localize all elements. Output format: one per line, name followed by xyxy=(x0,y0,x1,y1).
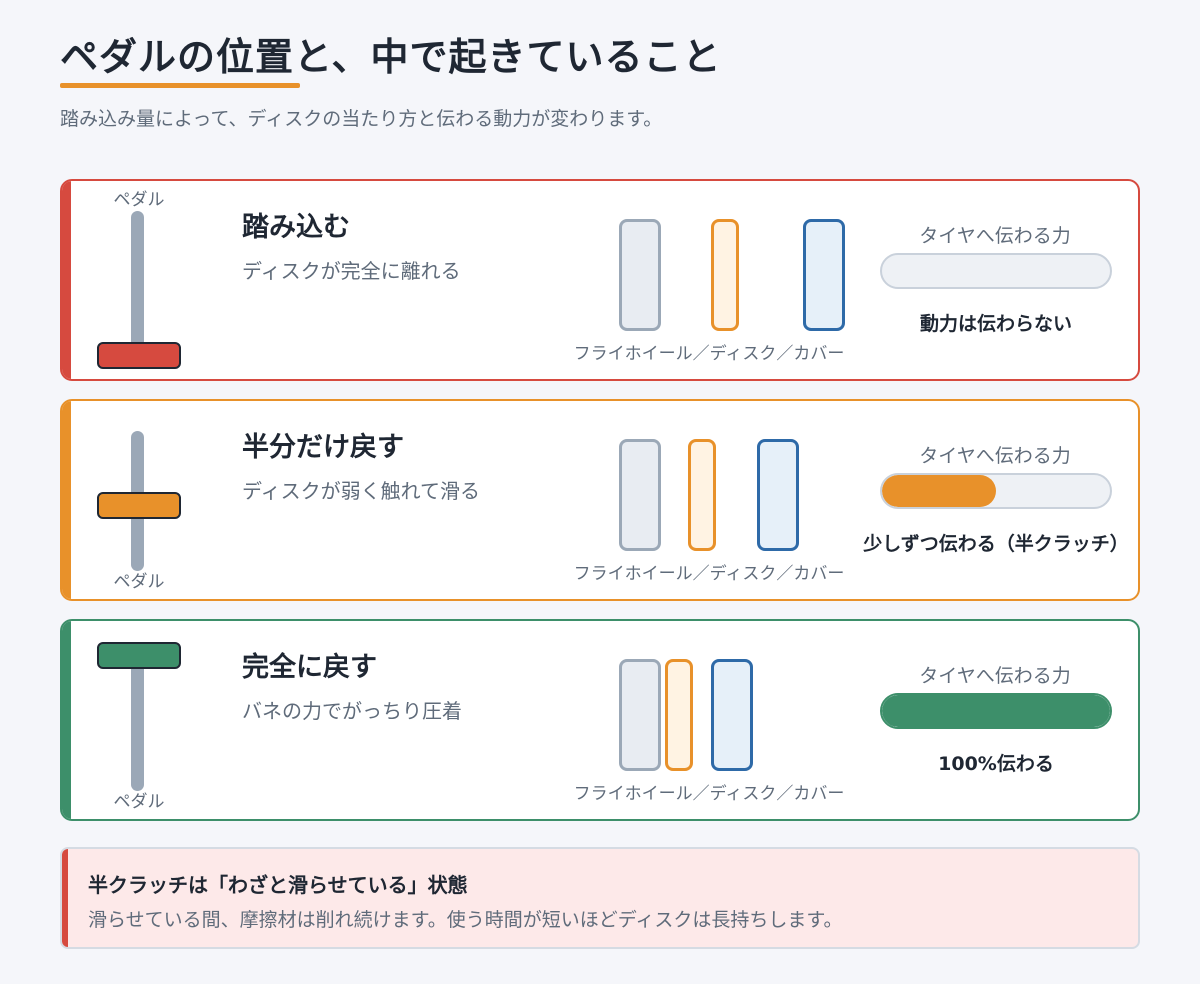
force-bar-fill xyxy=(882,695,1110,727)
state-description: バネの力でがっちり圧着 xyxy=(242,699,462,723)
cover-plate xyxy=(757,439,799,551)
force-label: タイヤへ伝わる力 xyxy=(919,225,1071,247)
page-title: ペダルの位置と、中で起きていること xyxy=(60,35,722,79)
state-title: 完全に戻す xyxy=(242,652,377,683)
pedal-track xyxy=(131,661,144,791)
note-title: 半クラッチは「わざと滑らせている」状態 xyxy=(88,873,468,897)
force-bar xyxy=(880,693,1112,729)
pedal-label: ペダル xyxy=(113,190,165,210)
pedal-handle xyxy=(97,492,181,519)
title-underline xyxy=(60,83,300,88)
force-label: タイヤへ伝わる力 xyxy=(919,665,1071,687)
force-text: 動力は伝わらない xyxy=(919,313,1072,335)
flywheel-plate xyxy=(619,219,661,331)
card-accent xyxy=(62,181,71,379)
pedal-handle xyxy=(97,642,181,669)
state-card-half: ペダル 半分だけ戻す ディスクが弱く触れて滑る フライホイール／ディスク／カバー… xyxy=(60,399,1140,601)
pedal-label: ペダル xyxy=(113,572,165,592)
state-card-released: ペダル 完全に戻す バネの力でがっちり圧着 フライホイール／ディスク／カバー タ… xyxy=(60,619,1140,821)
state-title: 踏み込む xyxy=(242,212,350,243)
force-bar-fill xyxy=(882,475,996,507)
half-clutch-note: 半クラッチは「わざと滑らせている」状態 滑らせている間、摩擦材は削れ続けます。使… xyxy=(60,847,1140,949)
disc-plate xyxy=(665,659,693,771)
state-title: 半分だけ戻す xyxy=(242,432,404,463)
force-bar xyxy=(880,253,1112,289)
note-body: 滑らせている間、摩擦材は削れ続けます。使う時間が短いほどディスクは長持ちします。 xyxy=(88,909,843,931)
state-description: ディスクが弱く触れて滑る xyxy=(242,479,480,503)
disc-plate xyxy=(688,439,716,551)
disc-plate xyxy=(711,219,739,331)
plates-caption: フライホイール／ディスク／カバー xyxy=(573,564,845,584)
force-bar xyxy=(880,473,1112,509)
flywheel-plate xyxy=(619,659,661,771)
pedal-handle xyxy=(97,342,181,369)
flywheel-plate xyxy=(619,439,661,551)
force-text: 少しずつ伝わる（半クラッチ） xyxy=(863,533,1129,555)
note-accent xyxy=(62,849,68,947)
force-text: 100%伝わる xyxy=(938,753,1054,775)
plates-caption: フライホイール／ディスク／カバー xyxy=(573,784,845,804)
pedal-track xyxy=(131,211,144,351)
cover-plate xyxy=(711,659,753,771)
plates-caption: フライホイール／ディスク／カバー xyxy=(573,344,845,364)
state-card-pressed: ペダル 踏み込む ディスクが完全に離れる フライホイール／ディスク／カバー タイ… xyxy=(60,179,1140,381)
page-subtitle: 踏み込み量によって、ディスクの当たり方と伝わる動力が変わります。 xyxy=(60,108,663,130)
cover-plate xyxy=(803,219,845,331)
pedal-label: ペダル xyxy=(113,792,165,812)
state-description: ディスクが完全に離れる xyxy=(242,259,461,283)
card-accent xyxy=(62,401,71,599)
card-accent xyxy=(62,621,71,819)
force-label: タイヤへ伝わる力 xyxy=(919,445,1071,467)
